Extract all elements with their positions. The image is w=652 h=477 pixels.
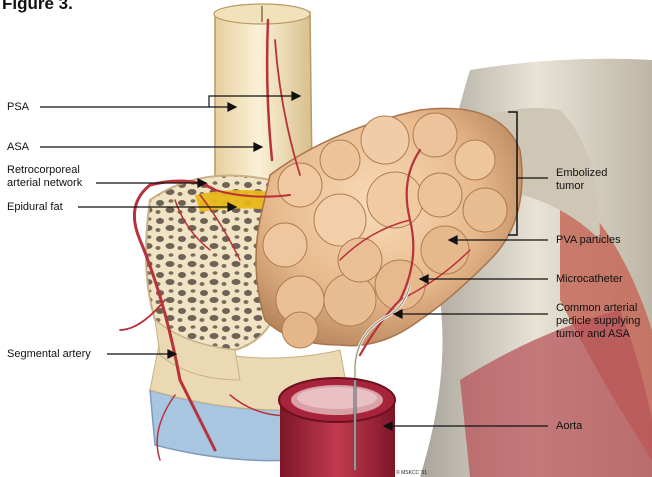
copyright-credit: © MSKCC '01 xyxy=(396,470,427,476)
label-aorta: Aorta xyxy=(556,420,582,433)
label-common-arterial-pedicle: Common arterial pedicle supplying tumor … xyxy=(556,302,640,341)
label-epidural-fat: Epidural fat xyxy=(7,201,63,214)
label-embolized-tumor: Embolized tumor xyxy=(556,167,607,193)
label-segmental-artery: Segmental artery xyxy=(7,348,91,361)
aorta-vessel xyxy=(279,378,395,477)
label-retrocorporeal-network: Retrocorporeal arterial network xyxy=(7,164,82,190)
label-pva-particles: PVA particles xyxy=(556,234,621,247)
label-microcatheter: Microcatheter xyxy=(556,273,623,286)
label-asa: ASA xyxy=(7,141,29,154)
label-psa: PSA xyxy=(7,101,29,114)
